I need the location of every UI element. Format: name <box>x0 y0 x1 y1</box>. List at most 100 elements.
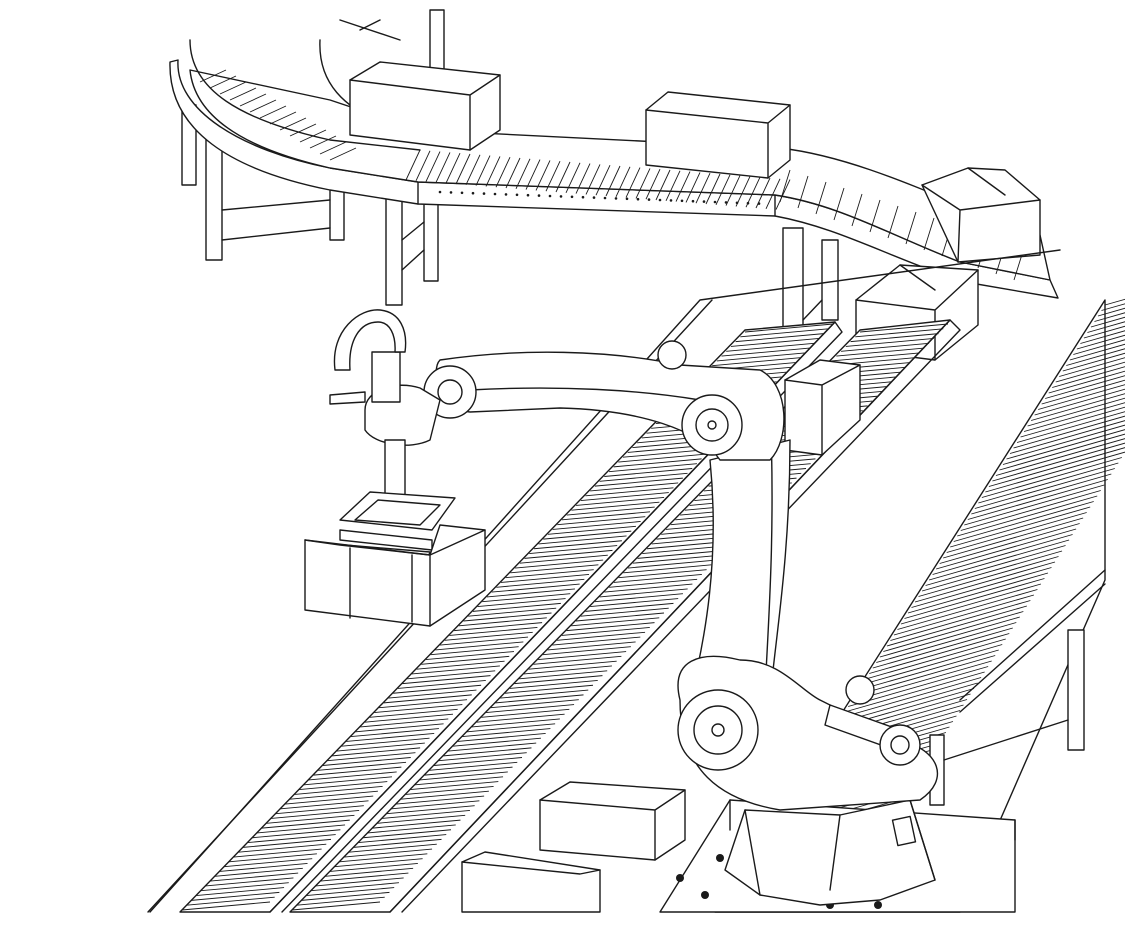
roller <box>346 732 435 742</box>
roller <box>397 679 486 689</box>
roller <box>1002 429 1125 465</box>
roller <box>224 858 313 868</box>
roller <box>210 872 299 882</box>
roller <box>779 169 791 203</box>
roller <box>319 141 347 155</box>
roller <box>515 559 604 569</box>
roller <box>855 655 996 696</box>
roller <box>533 540 622 550</box>
roller <box>362 829 452 839</box>
roller <box>191 891 280 901</box>
roller <box>242 838 332 848</box>
roller <box>448 742 537 752</box>
roller <box>247 834 336 844</box>
roller <box>538 651 627 660</box>
roller <box>1094 312 1125 322</box>
roller <box>1027 397 1125 427</box>
roller <box>755 177 771 209</box>
roller <box>332 747 421 757</box>
roller <box>486 704 575 713</box>
roller <box>386 805 475 815</box>
roller <box>294 785 383 795</box>
rivet <box>493 192 497 196</box>
roller <box>957 495 1098 537</box>
roller <box>928 539 1070 581</box>
roller <box>946 512 1087 553</box>
roller <box>496 578 585 588</box>
roller <box>252 829 341 839</box>
roller <box>289 123 317 137</box>
roller <box>932 534 1073 575</box>
roller <box>923 217 935 251</box>
roller <box>310 882 399 892</box>
roller <box>936 528 1077 570</box>
roller <box>1062 352 1125 372</box>
roller <box>505 569 594 579</box>
roller <box>1023 402 1125 432</box>
roller <box>519 554 608 564</box>
roller <box>405 785 494 795</box>
roller <box>1038 384 1125 410</box>
roller <box>419 771 508 781</box>
roller <box>533 655 622 665</box>
roller <box>543 530 632 540</box>
roller <box>939 523 1080 564</box>
roller <box>547 641 636 651</box>
roller <box>209 75 237 89</box>
roller <box>872 627 1013 669</box>
roller <box>334 858 423 868</box>
roller <box>289 790 378 800</box>
roller <box>495 157 511 188</box>
rivet <box>438 190 442 194</box>
roller <box>482 593 571 603</box>
roller <box>372 819 461 829</box>
rivet <box>680 199 684 203</box>
roller <box>604 468 693 477</box>
roller <box>608 463 697 473</box>
roller <box>369 708 458 718</box>
roller <box>309 135 337 149</box>
roller <box>1059 357 1125 377</box>
roller <box>992 442 1125 482</box>
roller <box>618 453 707 463</box>
rivet <box>614 197 618 200</box>
roller <box>585 602 674 612</box>
roller <box>561 511 651 521</box>
roller <box>535 160 551 191</box>
roller <box>1052 366 1125 388</box>
roller <box>475 155 491 186</box>
roller <box>205 877 294 887</box>
roller <box>890 600 1031 641</box>
roller <box>261 819 350 829</box>
roller <box>485 156 501 187</box>
roller <box>477 598 566 607</box>
roller <box>405 149 421 181</box>
roller <box>1097 307 1125 317</box>
roller <box>438 752 527 762</box>
roller <box>859 323 949 333</box>
roller <box>575 163 591 194</box>
roller <box>905 211 917 245</box>
roller <box>897 589 1038 630</box>
roller <box>831 352 920 362</box>
roller <box>463 612 552 622</box>
roller <box>355 723 444 733</box>
roller <box>665 170 681 201</box>
rivet <box>559 195 563 198</box>
roller <box>585 164 601 195</box>
roller <box>1104 298 1125 306</box>
roller <box>542 646 631 656</box>
roller <box>181 901 271 911</box>
roller <box>529 545 618 555</box>
roller <box>306 887 395 896</box>
roller <box>525 159 541 190</box>
roller <box>364 713 454 723</box>
roller <box>1030 393 1125 421</box>
roller <box>336 742 425 752</box>
roller <box>685 172 701 203</box>
roller <box>275 805 364 815</box>
roller <box>921 550 1063 592</box>
box-on-conveyor <box>461 851 601 913</box>
roller <box>433 757 523 766</box>
roller <box>904 578 1045 619</box>
